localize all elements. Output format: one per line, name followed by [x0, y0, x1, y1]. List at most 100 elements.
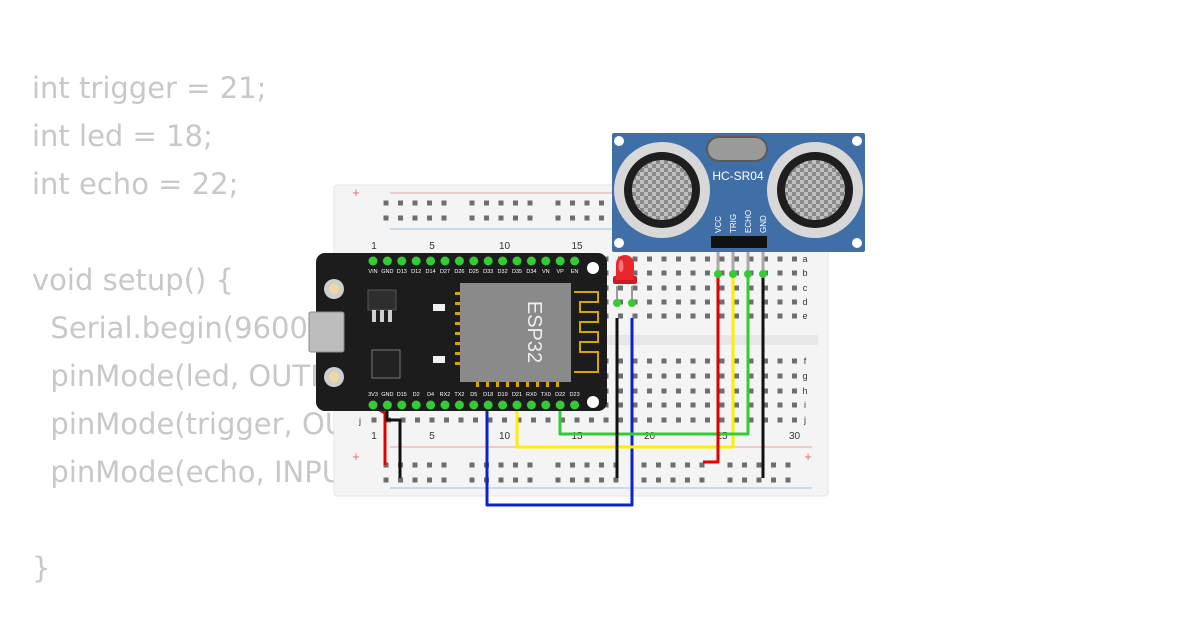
sensor-gnd-pin[interactable] [759, 270, 767, 278]
rail-hole[interactable] [599, 462, 604, 468]
esp32-pin-top[interactable] [382, 256, 392, 266]
breadboard-hole[interactable] [676, 388, 681, 394]
rail-hole[interactable] [513, 215, 518, 221]
rail-hole[interactable] [513, 200, 518, 206]
rail-hole[interactable] [412, 215, 418, 221]
breadboard-hole[interactable] [676, 373, 681, 379]
breadboard-hole[interactable] [690, 299, 696, 305]
breadboard-hole[interactable] [705, 388, 710, 394]
esp32-pin-top[interactable] [512, 256, 522, 266]
rail-hole[interactable] [570, 200, 575, 206]
breadboard-hole[interactable] [748, 388, 754, 394]
breadboard-hole[interactable] [792, 417, 797, 423]
breadboard-hole[interactable] [415, 417, 420, 423]
breadboard-hole[interactable] [632, 388, 638, 394]
esp32-pin-bottom[interactable] [541, 400, 551, 410]
rail-hole[interactable] [412, 200, 418, 206]
boot-button[interactable] [324, 279, 344, 299]
breadboard-hole[interactable] [763, 402, 768, 408]
breadboard-hole[interactable] [574, 417, 580, 423]
breadboard-hole[interactable] [719, 256, 725, 262]
breadboard-hole[interactable] [734, 285, 739, 291]
rail-hole[interactable] [398, 215, 403, 221]
breadboard-hole[interactable] [661, 388, 667, 394]
sensor-trig-pin[interactable] [729, 270, 737, 278]
breadboard-hole[interactable] [705, 256, 710, 262]
breadboard-hole[interactable] [777, 270, 783, 276]
breadboard-hole[interactable] [458, 417, 464, 423]
breadboard-hole[interactable] [647, 299, 652, 305]
rail-hole[interactable] [412, 462, 418, 468]
esp32-pin-bottom[interactable] [382, 400, 392, 410]
rail-hole[interactable] [398, 200, 403, 206]
breadboard-hole[interactable] [792, 270, 797, 276]
breadboard-hole[interactable] [777, 358, 783, 364]
rail-hole[interactable] [727, 477, 733, 483]
breadboard-hole[interactable] [473, 417, 478, 423]
breadboard-hole[interactable] [647, 373, 652, 379]
led-cathode-pin[interactable] [613, 299, 621, 307]
rail-hole[interactable] [699, 462, 705, 468]
breadboard-hole[interactable] [661, 358, 667, 364]
breadboard-hole[interactable] [632, 358, 638, 364]
en-button[interactable] [324, 367, 344, 387]
rail-hole[interactable] [498, 215, 504, 221]
breadboard-hole[interactable] [734, 358, 739, 364]
rail-hole[interactable] [513, 477, 518, 483]
rail-hole[interactable] [570, 215, 575, 221]
breadboard-hole[interactable] [603, 417, 609, 423]
esp32-pin-top[interactable] [526, 256, 536, 266]
rail-hole[interactable] [527, 462, 533, 468]
breadboard-hole[interactable] [429, 417, 435, 423]
breadboard-hole[interactable] [676, 402, 681, 408]
rail-hole[interactable] [469, 200, 475, 206]
breadboard-hole[interactable] [647, 313, 652, 319]
breadboard-hole[interactable] [632, 285, 638, 291]
rail-hole[interactable] [398, 477, 403, 483]
breadboard-hole[interactable] [719, 285, 725, 291]
esp32-pin-bottom[interactable] [526, 400, 536, 410]
rail-hole[interactable] [498, 477, 504, 483]
esp32-pin-top[interactable] [426, 256, 436, 266]
breadboard-hole[interactable] [777, 417, 783, 423]
breadboard-hole[interactable] [632, 402, 638, 408]
esp32-pin-top[interactable] [570, 256, 580, 266]
breadboard-hole[interactable] [647, 388, 652, 394]
breadboard-hole[interactable] [719, 373, 725, 379]
breadboard-hole[interactable] [792, 313, 797, 319]
breadboard-hole[interactable] [763, 256, 768, 262]
led-anode-pin[interactable] [628, 299, 636, 307]
breadboard-hole[interactable] [618, 313, 623, 319]
rail-hole[interactable] [699, 477, 705, 483]
esp32-pin-top[interactable] [440, 256, 450, 266]
rail-hole[interactable] [427, 462, 432, 468]
rail-hole[interactable] [427, 477, 432, 483]
breadboard-hole[interactable] [560, 417, 565, 423]
breadboard-hole[interactable] [705, 270, 710, 276]
rail-hole[interactable] [584, 215, 590, 221]
breadboard-hole[interactable] [777, 402, 783, 408]
rail-hole[interactable] [584, 200, 590, 206]
breadboard-hole[interactable] [676, 313, 681, 319]
rail-hole[interactable] [685, 462, 690, 468]
rail-hole[interactable] [771, 462, 776, 468]
breadboard-hole[interactable] [719, 270, 725, 276]
esp32-pin-bottom[interactable] [440, 400, 450, 410]
breadboard-hole[interactable] [734, 299, 739, 305]
breadboard-hole[interactable] [763, 285, 768, 291]
rail-hole[interactable] [656, 477, 661, 483]
breadboard-hole[interactable] [618, 402, 623, 408]
esp32-pin-top[interactable] [454, 256, 464, 266]
rail-hole[interactable] [771, 477, 776, 483]
breadboard-hole[interactable] [734, 256, 739, 262]
breadboard-hole[interactable] [748, 285, 754, 291]
breadboard-hole[interactable] [705, 417, 710, 423]
breadboard-hole[interactable] [661, 299, 667, 305]
esp32-pin-top[interactable] [483, 256, 493, 266]
rail-hole[interactable] [484, 215, 489, 221]
breadboard-hole[interactable] [661, 285, 667, 291]
breadboard-hole[interactable] [705, 313, 710, 319]
rail-hole[interactable] [555, 462, 561, 468]
breadboard-hole[interactable] [705, 358, 710, 364]
